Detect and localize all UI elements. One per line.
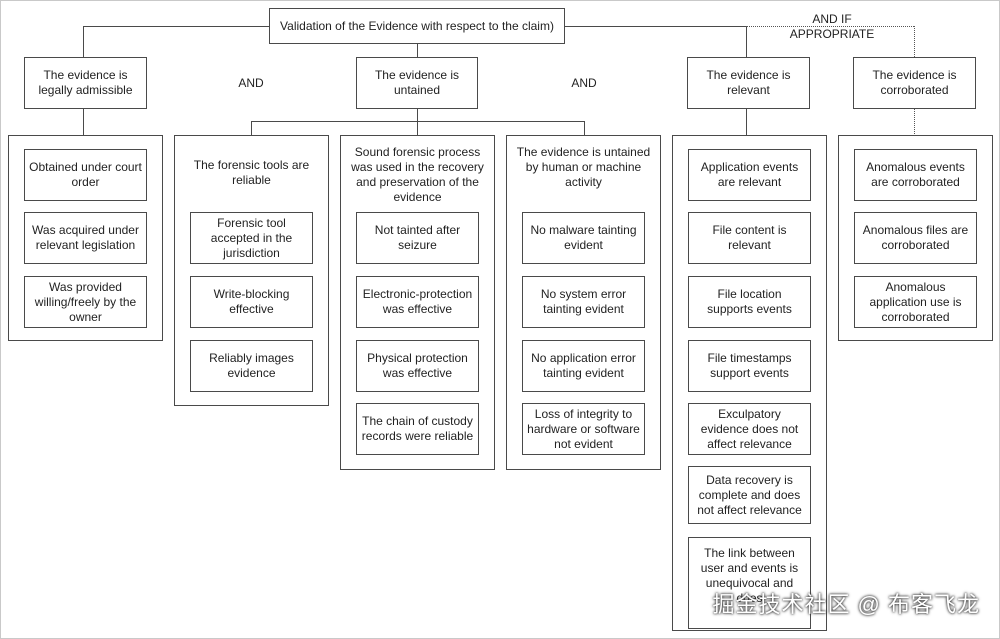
admissible-item: Was provided willing/freely by the owner [24, 276, 147, 328]
process-item: Physical protection was effective [356, 340, 479, 392]
connector-dotted-corroborated [914, 26, 915, 57]
activity-item: No application error tainting evident [522, 340, 645, 392]
connector-relevant-up [746, 26, 747, 57]
and-if-line-2: APPROPRIATE [789, 27, 875, 41]
tools-item: Forensic tool accepted in the jurisdicti… [190, 212, 313, 264]
relevant-item-clip: The link between user and events is uneq… [688, 537, 811, 629]
corroborated-node: The evidence is corroborated [853, 57, 976, 109]
process-item: The chain of custody records were reliab… [356, 403, 479, 455]
relevant-item: File location supports events [688, 276, 811, 328]
corroborated-item: Anomalous events are corroborated [854, 149, 977, 201]
relevant-item-text: The link between user and events is uneq… [700, 546, 799, 605]
connector-admissible-up [83, 26, 84, 57]
process-item: Not tainted after seizure [356, 212, 479, 264]
and-label-right: AND [571, 76, 597, 90]
tools-title: The forensic tools are reliable [193, 158, 310, 187]
root-node: Validation of the Evidence with respect … [269, 8, 565, 44]
corroborated-item: Anomalous files are corroborated [854, 212, 977, 264]
connector-process [417, 121, 418, 135]
connector-tools [251, 121, 252, 135]
connector-activity [584, 121, 585, 135]
activity-title: The evidence is untained by human or mac… [516, 145, 651, 189]
and-if-label: AND IF APPROPRIATE [778, 12, 886, 42]
tools-item: Write-blocking effective [190, 276, 313, 328]
connector-dotted-bar [746, 26, 914, 27]
connector-dotted-corroborated-down [914, 109, 915, 136]
activity-item: No malware tainting evident [522, 212, 645, 264]
activity-item: Loss of integrity to hardware or softwar… [522, 403, 645, 455]
watermark: 掘金技术社区 @ 布客飞龙 [712, 592, 980, 617]
relevant-node: The evidence is relevant [687, 57, 810, 109]
relevant-item: Data recovery is complete and does not a… [688, 466, 811, 524]
process-item: Electronic-protection was effective [356, 276, 479, 328]
relevant-item: Application events are relevant [688, 149, 811, 201]
admissible-item: Was acquired under relevant legislation [24, 212, 147, 264]
relevant-item: File content is relevant [688, 212, 811, 264]
corroborated-item: Anomalous application use is corroborate… [854, 276, 977, 328]
connector-untained-down [417, 109, 418, 121]
admissible-item: Obtained under court order [24, 149, 147, 201]
and-label-left: AND [238, 76, 264, 90]
relevant-item: The link between user and events is uneq… [688, 537, 811, 629]
activity-item: No system error tainting evident [522, 276, 645, 328]
and-if-line-1: AND IF [812, 12, 852, 26]
connector-untained-up [417, 44, 418, 57]
process-title: Sound forensic process was used in the r… [351, 145, 484, 204]
relevant-item: Exculpatory evidence does not affect rel… [688, 403, 811, 455]
untained-node: The evidence is untained [356, 57, 478, 109]
relevant-item: File timestamps support events [688, 340, 811, 392]
connector-admissible-down [83, 109, 84, 135]
admissible-node: The evidence is legally admissible [24, 57, 147, 109]
connector-relevant-down [746, 109, 747, 135]
tools-item: Reliably images evidence [190, 340, 313, 392]
